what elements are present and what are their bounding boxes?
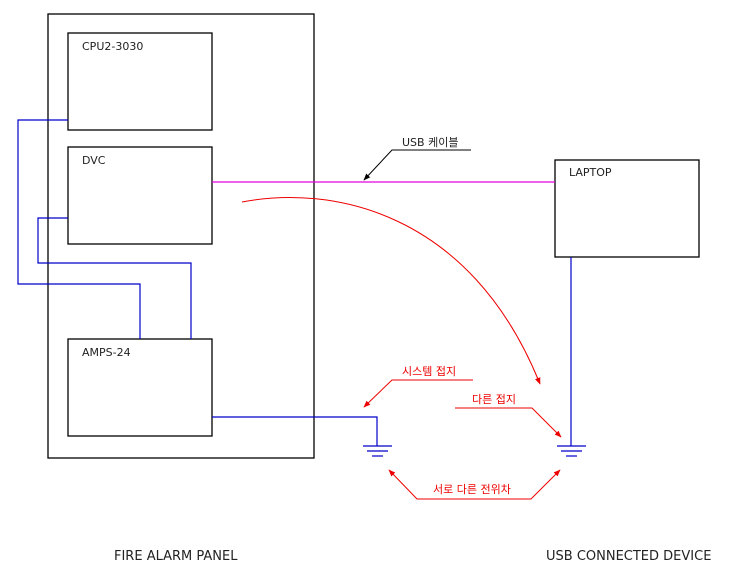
- usb-cable-annotation: USB 케이블: [363, 136, 471, 181]
- module-cpu: CPU2-3030: [67, 32, 213, 131]
- leader-line: [455, 407, 562, 438]
- module-dvc: DVC: [67, 146, 213, 245]
- current-path-arc: [241, 197, 541, 385]
- ground-icon: [363, 445, 392, 457]
- other-ground-annotation: 다른 접지: [455, 393, 562, 438]
- wire-cpu-to-amps: [17, 119, 141, 339]
- wire-dvc-to-amps: [37, 217, 192, 339]
- leader-line: [363, 379, 473, 408]
- leader-line: [388, 469, 561, 500]
- laptop-box: [554, 159, 700, 258]
- fire-alarm-panel-caption: FIRE ALARM PANEL: [114, 549, 238, 564]
- wire-amps-to-system-ground: [212, 416, 378, 446]
- laptop-label: LAPTOP: [569, 166, 612, 179]
- dvc-label: DVC: [82, 154, 106, 167]
- module-amps: AMPS-24: [67, 338, 213, 437]
- potential-difference-annotation: 서로 다른 전위차: [388, 469, 561, 500]
- potential-difference-label: 서로 다른 전위차: [433, 483, 511, 496]
- cpu-label: CPU2-3030: [82, 40, 143, 53]
- fire-alarm-panel-enclosure: [47, 13, 315, 459]
- usb-connected-device-caption: USB CONNECTED DEVICE: [546, 549, 711, 564]
- amps-label: AMPS-24: [82, 346, 131, 359]
- ground-icon: [557, 445, 586, 457]
- dvc-box: [67, 146, 213, 245]
- other-ground-label: 다른 접지: [472, 393, 516, 406]
- leader-line: [363, 149, 471, 181]
- usb-cable-label: USB 케이블: [402, 136, 458, 149]
- system-ground-annotation: 시스템 접지: [363, 365, 473, 408]
- laptop: LAPTOP: [554, 159, 700, 258]
- system-ground-label: 시스템 접지: [402, 365, 456, 378]
- cpu-box: [67, 32, 213, 131]
